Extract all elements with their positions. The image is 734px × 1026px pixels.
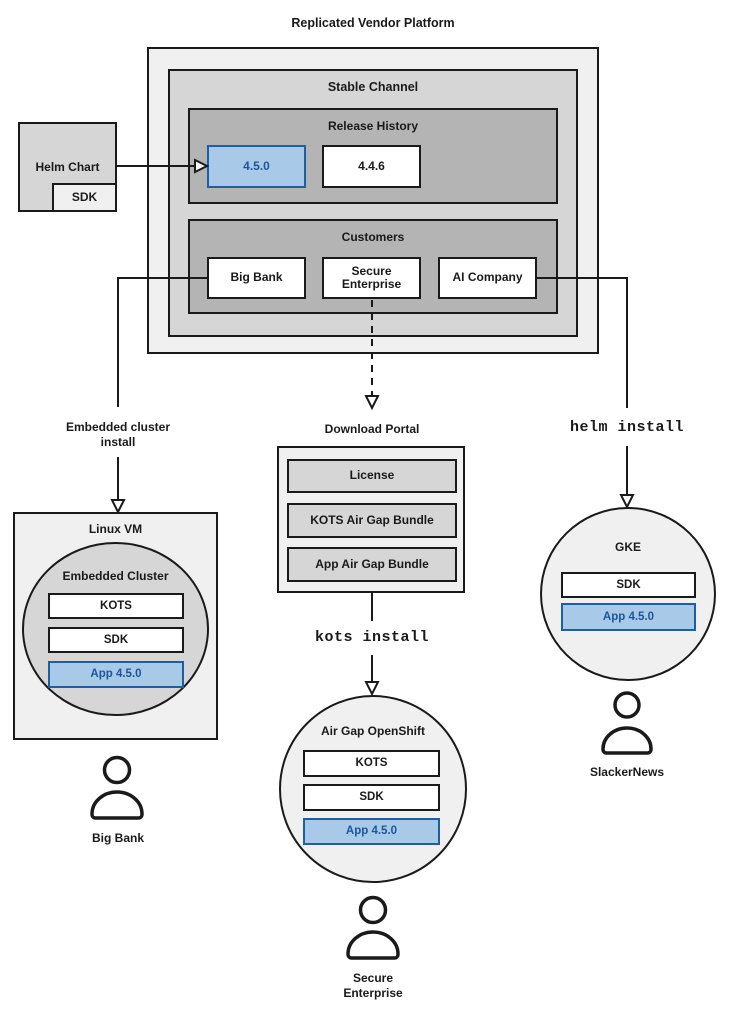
linux-app-box: App 4.5.0 <box>48 661 184 688</box>
secure-enterprise-user-icon <box>346 895 400 960</box>
stable-channel-label: Stable Channel <box>327 80 419 94</box>
arrowhead-down-icon <box>364 395 380 411</box>
gke-app-box: App 4.5.0 <box>561 603 696 631</box>
slackernews-user-icon <box>601 691 653 755</box>
secure-enterprise-user-label: Secure Enterprise <box>343 971 403 1000</box>
portal-item-kots-airgap-bundle: KOTS Air Gap Bundle <box>287 503 457 538</box>
arrowhead-down-icon <box>110 499 126 515</box>
customer-secure-enterprise: Secure Enterprise <box>322 257 421 299</box>
arrowhead-down-icon <box>364 681 380 697</box>
slackernews-user-label: SlackerNews <box>589 765 665 779</box>
download-portal-label: Download Portal <box>324 422 420 436</box>
release-history-label: Release History <box>327 119 419 133</box>
release-version-446: 4.4.6 <box>322 145 421 188</box>
arrowhead-down-icon <box>619 494 635 510</box>
customer-ai-company: AI Company <box>438 257 537 299</box>
edge-label-helm-install: helm install <box>569 419 685 436</box>
gke-sdk-box: SDK <box>561 572 696 598</box>
airgap-kots-box: KOTS <box>303 750 440 777</box>
gke-label: GKE <box>614 540 641 554</box>
customer-big-bank: Big Bank <box>207 257 306 299</box>
airgap-app-box: App 4.5.0 <box>303 818 440 845</box>
airgap-openshift-label: Air Gap OpenShift <box>320 724 425 738</box>
diagram-title: Replicated Vendor Platform <box>291 16 455 30</box>
portal-item-license: License <box>287 459 457 493</box>
linux-kots-box: KOTS <box>48 593 184 619</box>
big-bank-user-icon <box>90 755 144 820</box>
portal-item-app-airgap-bundle: App Air Gap Bundle <box>287 547 457 582</box>
linux-sdk-box: SDK <box>48 627 184 653</box>
edge-label-kots-install: kots install <box>314 629 430 646</box>
release-version-450: 4.5.0 <box>207 145 306 188</box>
airgap-sdk-box: SDK <box>303 784 440 811</box>
linux-vm-label: Linux VM <box>88 522 143 536</box>
customers-label: Customers <box>341 230 405 244</box>
edge-label-embedded-install: Embedded cluster install <box>65 420 171 449</box>
helm-chart-label: Helm Chart <box>35 160 100 174</box>
big-bank-user-label: Big Bank <box>91 831 144 845</box>
embedded-cluster-label: Embedded Cluster <box>62 569 169 583</box>
helm-chart-sdk-box: SDK <box>52 183 117 212</box>
